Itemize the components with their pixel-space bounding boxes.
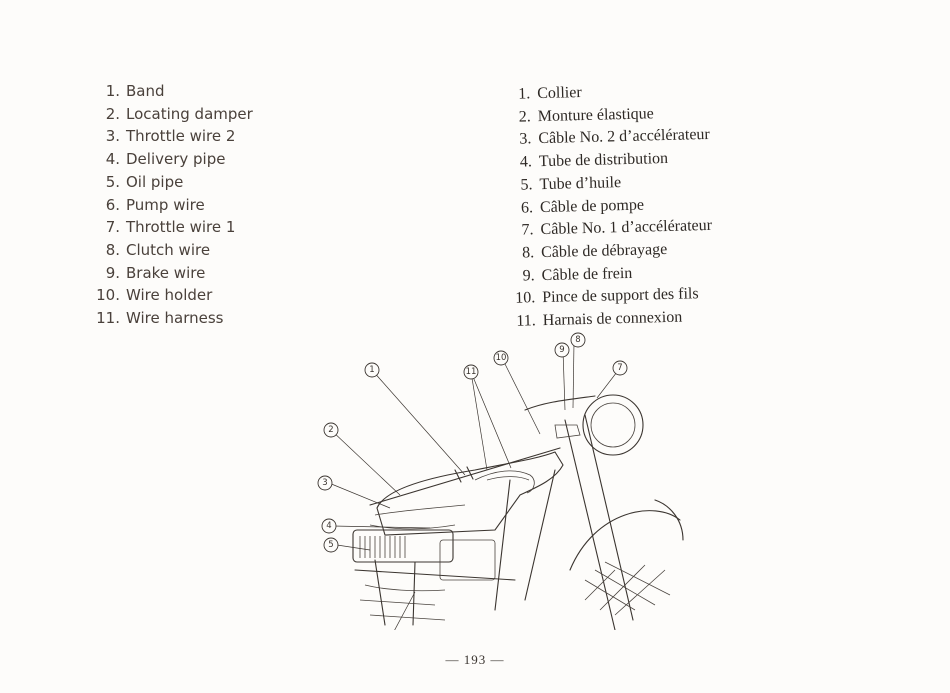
- list-item: 8.Clutch wire: [105, 240, 211, 259]
- english-parts-list: 1.Band 2.Locating damper 3.Throttle wire…: [86, 80, 253, 330]
- headlight: [582, 394, 644, 456]
- band-shape: [454, 466, 474, 483]
- list-item: 3.Throttle wire 2: [105, 127, 236, 146]
- list-item: 2.Locating damper: [105, 104, 253, 123]
- callout-4: 4: [321, 518, 337, 534]
- callout-2: 2: [323, 422, 339, 438]
- svg-text:8: 8: [575, 335, 580, 345]
- svg-text:5: 5: [328, 540, 333, 550]
- french-parts-list: 1.Collier 2.Monture élastique 3.Câble No…: [502, 79, 715, 334]
- list-item: 1.Band: [105, 82, 165, 100]
- svg-text:1: 1: [369, 365, 374, 375]
- svg-text:11: 11: [466, 367, 477, 377]
- list-item: 9.Brake wire: [105, 263, 206, 282]
- motorcycle-wiring-diagram: 1 2 3 4 5 6 7 8 9 10 11: [315, 330, 685, 630]
- callout-8: 8: [570, 332, 586, 348]
- callout-7: 7: [612, 360, 628, 376]
- list-item: 7.Throttle wire 1: [105, 218, 236, 237]
- leader-lines: [328, 341, 621, 630]
- svg-text:7: 7: [617, 363, 622, 373]
- list-item: 4.Delivery pipe: [105, 150, 226, 169]
- svg-text:9: 9: [559, 345, 564, 355]
- callout-11: 11: [463, 364, 479, 380]
- svg-text:3: 3: [322, 478, 327, 488]
- front-mudguard: [569, 510, 681, 571]
- list-item: 10.Wire holder: [96, 286, 213, 305]
- front-fork: [564, 414, 634, 630]
- list-item: 6.Pump wire: [105, 195, 205, 214]
- list-item: 11.Wire harness: [96, 309, 224, 328]
- svg-text:2: 2: [328, 425, 333, 435]
- svg-text:4: 4: [326, 521, 331, 531]
- page-number: — 193 —: [445, 652, 505, 667]
- frame-tube: [369, 447, 561, 506]
- cooling-fins: [359, 536, 406, 558]
- callout-9: 9: [554, 342, 570, 358]
- callout-10: 10: [493, 350, 509, 366]
- callout-3: 3: [317, 475, 333, 491]
- diagram-svg: 1 2 3 4 5 6 7 8 9 10 11: [317, 332, 684, 630]
- callout-1: 1: [364, 362, 380, 378]
- handlebar: [524, 395, 596, 411]
- wheel-grid: [584, 561, 671, 616]
- cable-bundle: [474, 470, 535, 494]
- fuel-tank-outline: [376, 451, 564, 536]
- engine-block: [352, 529, 454, 563]
- callout-5: 5: [323, 537, 339, 553]
- svg-text:10: 10: [496, 353, 507, 363]
- list-item: 5.Oil pipe: [105, 172, 184, 191]
